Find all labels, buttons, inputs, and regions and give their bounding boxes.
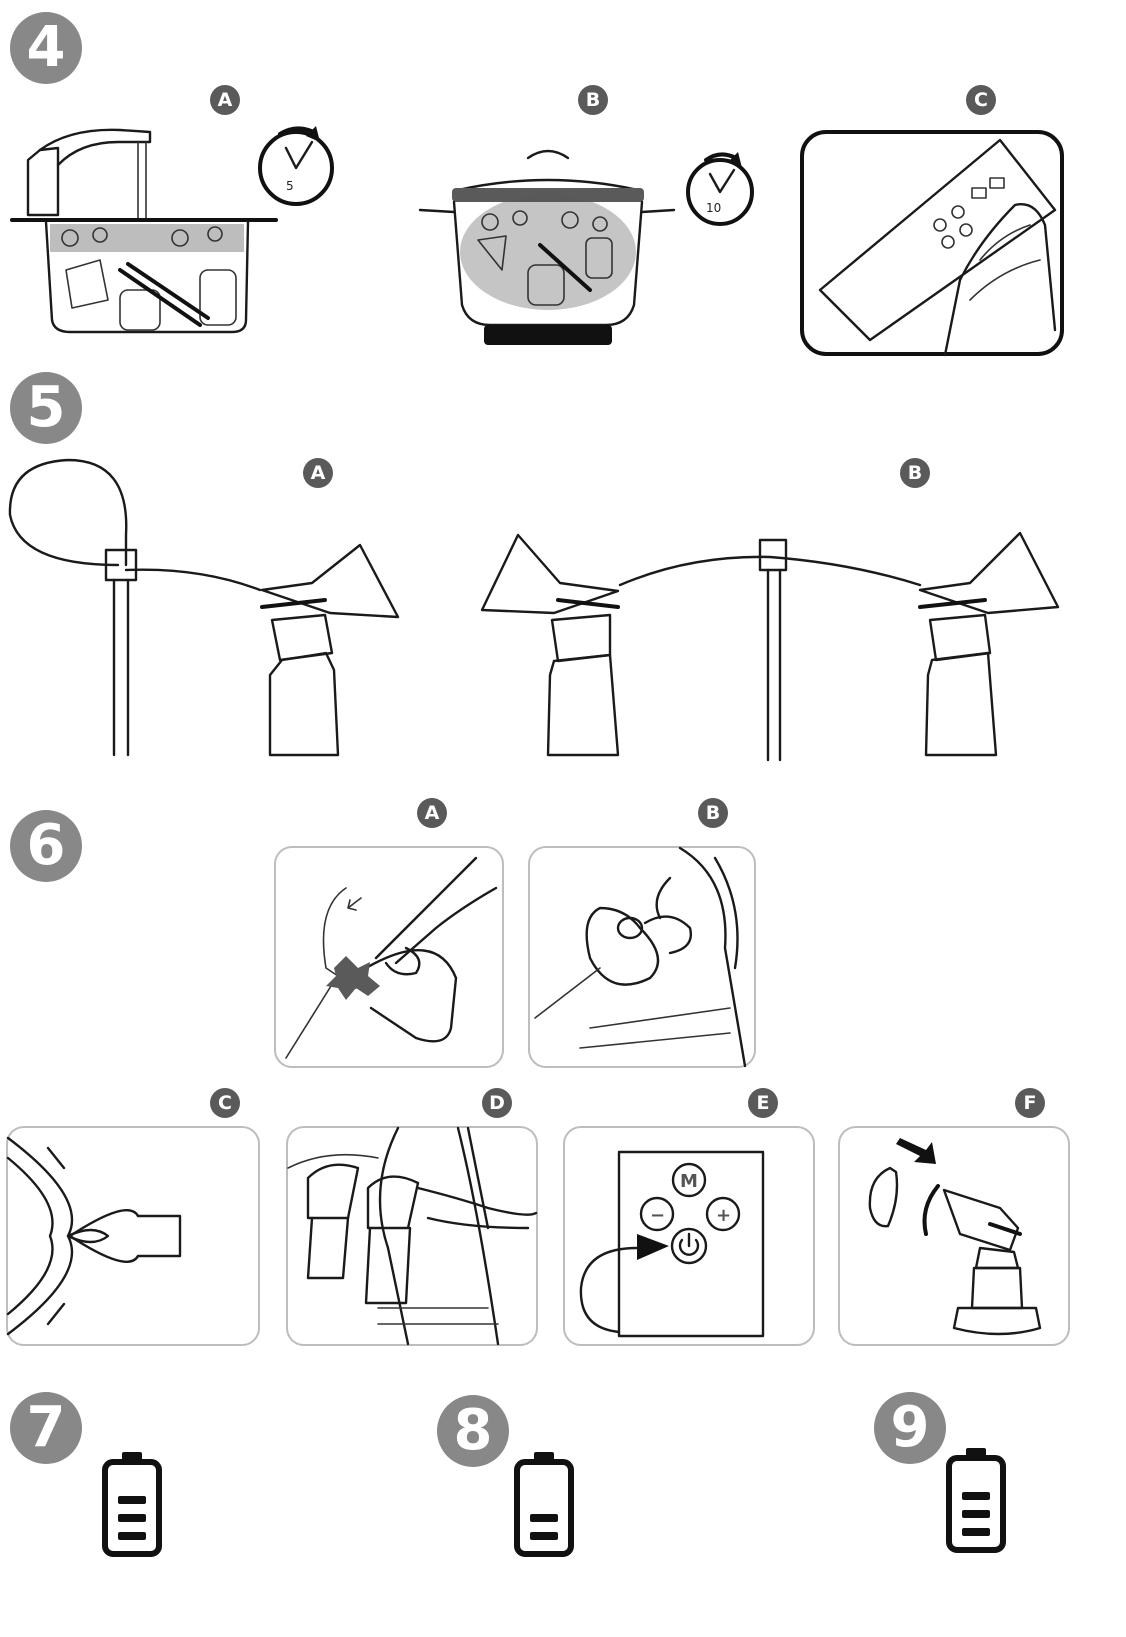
battery-level-bar	[530, 1532, 558, 1540]
pot-icon	[418, 149, 676, 345]
wipe-device-illustration	[800, 130, 1064, 357]
step-number-7: 7	[10, 1392, 82, 1464]
step-6-label-e: E	[748, 1088, 778, 1118]
step-number-9: 9	[874, 1392, 946, 1464]
step-number-6: 6	[10, 810, 82, 882]
battery-icon	[514, 1452, 574, 1557]
control-panel-illustration: M − +	[579, 1150, 765, 1338]
step-5-label-a: A	[303, 458, 333, 488]
battery-level-bar	[118, 1514, 146, 1522]
single-pump-assembly	[8, 458, 400, 757]
boiling-pot-illustration: 10	[418, 149, 754, 345]
panel-6c	[6, 1126, 260, 1346]
double-pump-wearing-illustration	[287, 1126, 538, 1346]
panel-6d	[286, 1126, 538, 1346]
step-number-4: 4	[10, 12, 82, 84]
plus-button-label: +	[716, 1205, 731, 1226]
step-6-label-c: C	[210, 1088, 240, 1118]
minus-button[interactable]: −	[639, 1196, 675, 1232]
panel-6e: M − +	[563, 1126, 815, 1346]
timer-icon: 10	[686, 152, 754, 226]
battery-icon	[102, 1452, 162, 1557]
power-button[interactable]	[670, 1227, 708, 1265]
power-icon	[678, 1232, 700, 1256]
wipe-cloth-icon	[943, 203, 1057, 357]
battery-level-bar	[962, 1528, 990, 1536]
step-6-label-b: B	[698, 798, 728, 828]
step-5-label-b: B	[900, 458, 930, 488]
connect-tube-illustration	[285, 856, 498, 1059]
timer-5-text: 5	[286, 179, 294, 193]
battery-level-bar	[530, 1514, 558, 1522]
faucet-icon	[26, 128, 152, 219]
step-4-label-a: A	[210, 85, 240, 115]
minus-button-label: −	[650, 1205, 665, 1226]
flange-closeup-illustration	[6, 1136, 182, 1336]
mode-button-label: M	[680, 1171, 698, 1192]
wear-pump-illustration	[534, 846, 747, 1068]
panel-6b	[528, 846, 756, 1068]
battery-icon	[946, 1448, 1006, 1553]
panel-6f	[838, 1126, 1070, 1346]
battery-level-bar	[962, 1492, 990, 1500]
step-number-8: 8	[437, 1395, 509, 1467]
mode-button[interactable]: M	[671, 1162, 707, 1198]
panel-6a	[274, 846, 504, 1068]
breast-pump-icon	[918, 531, 1060, 757]
disassemble-pump-illustration	[868, 1138, 1042, 1336]
battery-level-bar	[118, 1532, 146, 1540]
step-6-label-d: D	[482, 1088, 512, 1118]
timer-icon: 5	[258, 126, 334, 206]
step-4-label-c: C	[966, 85, 996, 115]
timer-10-text: 10	[706, 201, 721, 215]
breast-pump-icon	[480, 533, 620, 757]
step-6-label-a: A	[417, 798, 447, 828]
step-4-label-b: B	[578, 85, 608, 115]
double-pump-assembly	[480, 531, 1060, 762]
battery-level-bar	[118, 1496, 146, 1504]
step-6-label-f: F	[1015, 1088, 1045, 1118]
faucet-sink-illustration: 5	[10, 126, 334, 334]
step-number-5: 5	[10, 372, 82, 444]
plus-button[interactable]: +	[705, 1196, 741, 1232]
battery-level-bar	[962, 1510, 990, 1518]
breast-pump-icon	[868, 1166, 1042, 1336]
breast-pump-icon	[260, 543, 400, 757]
